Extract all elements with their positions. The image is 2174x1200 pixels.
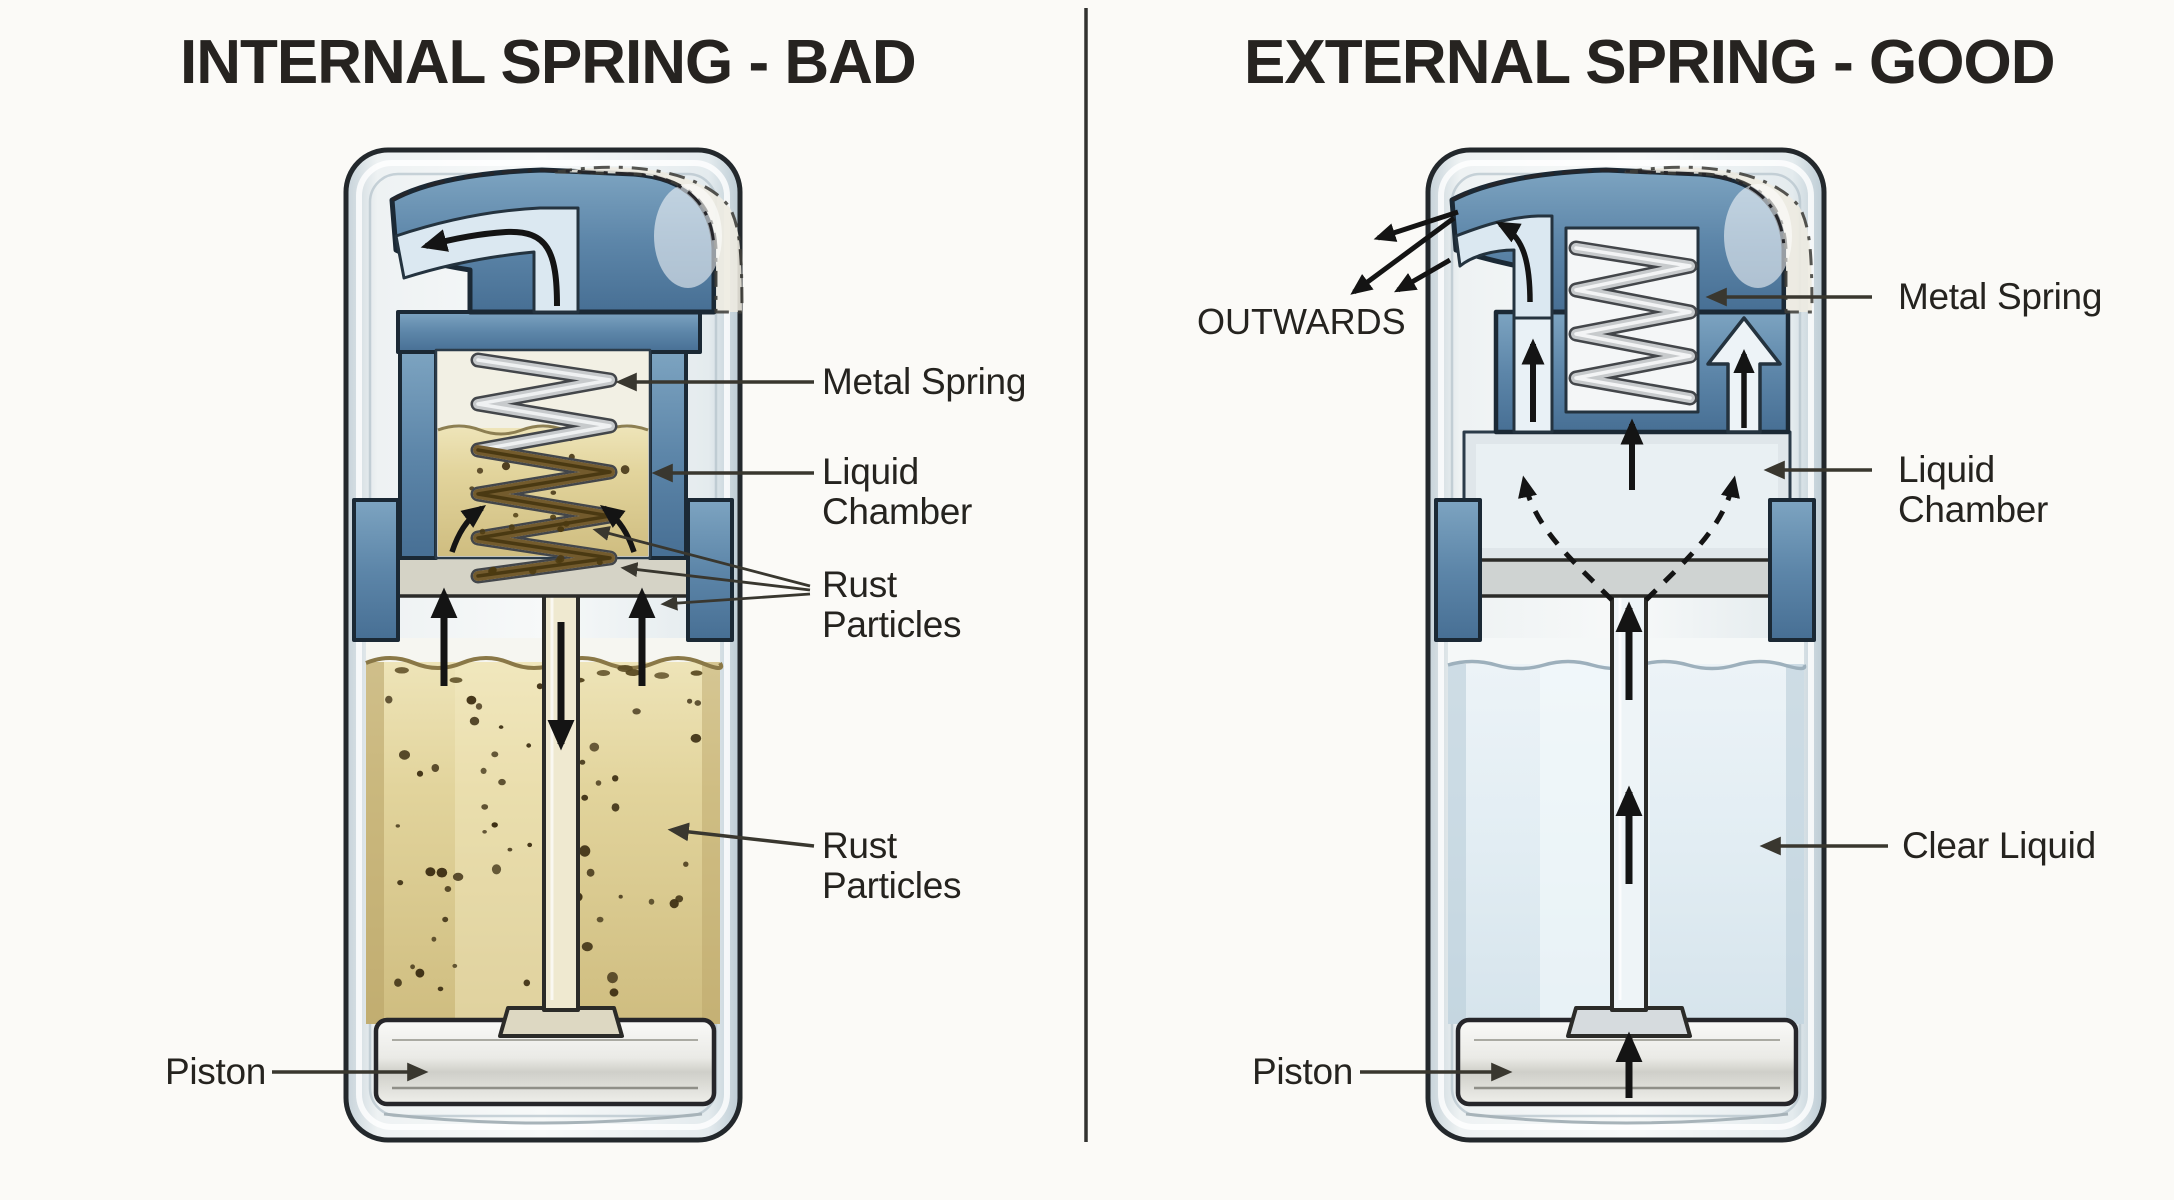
- left-leader-lines: [272, 372, 815, 1082]
- left-piston: [373, 1017, 717, 1125]
- leader-rust-spring-3: [660, 592, 811, 611]
- outwards-arrows: [1350, 209, 1459, 295]
- leader-rust-body-left: [667, 822, 815, 848]
- left-flow-arrows: [430, 504, 656, 751]
- right-leader-lines: [1360, 287, 1888, 1082]
- leader-rust-spring-1: [592, 526, 811, 588]
- right-metal-spring: [1564, 226, 1700, 414]
- label-liquid-chamber-left: Liquid Chamber: [822, 451, 973, 532]
- label-liquid-chamber-right: Liquid Chamber: [1898, 449, 2049, 530]
- leader-rust-spring-2: [620, 562, 811, 592]
- left-dip-tube: [498, 554, 624, 1038]
- label-piston-left: Piston: [165, 1051, 267, 1092]
- right-bottle: [1350, 147, 1888, 1143]
- left-nozzle-flow-arrow: [420, 228, 560, 307]
- right-nozzle-flow-arrow: [1495, 221, 1533, 303]
- label-metal-spring-left: Metal Spring: [822, 361, 1027, 402]
- left-pump-head: [389, 165, 744, 315]
- label-piston-right: Piston: [1252, 1051, 1354, 1092]
- label-metal-spring-right: Metal Spring: [1898, 276, 2103, 317]
- right-flow-arrows: [1495, 221, 1755, 1098]
- label-rust-particles-body: Rust Particles: [822, 825, 962, 906]
- right-panel-title: EXTERNAL SPRING - GOOD: [1244, 28, 2055, 97]
- left-panel-title: INTERNAL SPRING - BAD: [180, 28, 917, 97]
- left-metal-spring: [470, 352, 618, 584]
- label-clear-liquid: Clear Liquid: [1902, 825, 2096, 866]
- label-outwards: OUTWARDS: [1197, 301, 1406, 342]
- label-rust-particles-spring: Rust Particles: [822, 564, 962, 645]
- left-bottle: [272, 147, 815, 1143]
